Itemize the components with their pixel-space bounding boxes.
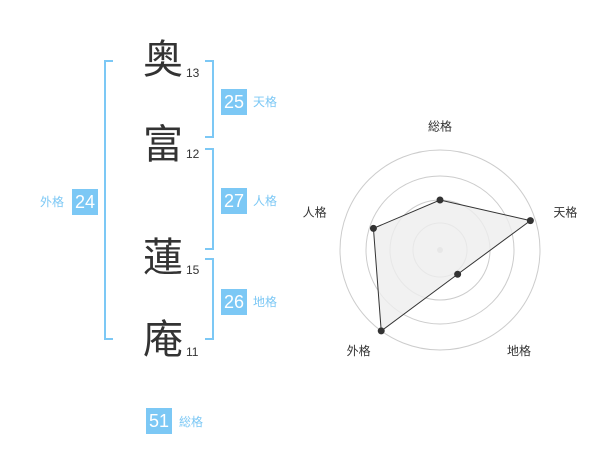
name-char-4: 庵 — [143, 317, 183, 363]
stroke-count-4: 11 — [186, 345, 199, 359]
name-char-1: 奥 — [143, 37, 183, 83]
radar-grid-ring-1 — [339, 149, 541, 351]
name-char-3: 蓮 — [143, 235, 183, 281]
chikaku-label: 地格 — [253, 295, 278, 309]
jinkaku-label: 人格 — [253, 194, 278, 208]
radar-axis-label-5: 人格 — [303, 204, 327, 219]
jinkaku-value-badge: 27 — [221, 188, 247, 214]
radar-point-5 — [369, 224, 377, 232]
radar-axis-label-4: 外格 — [347, 343, 371, 358]
radar-area — [372, 199, 532, 332]
name-char-2: 富 — [143, 122, 183, 168]
radar-point-3 — [454, 270, 462, 278]
gaikaku-bracket — [104, 60, 113, 340]
radar-grid-ring-2 — [365, 175, 515, 325]
radar-point-2 — [526, 217, 534, 225]
radar-point-4 — [377, 327, 385, 335]
radar-axis-label-3: 地格 — [507, 343, 531, 358]
stroke-count-3: 15 — [186, 263, 200, 277]
stroke-count-2: 12 — [186, 147, 200, 161]
radar-point-1 — [436, 196, 444, 204]
gaikaku-value-badge: 24 — [72, 189, 98, 215]
gaikaku-label: 外格 — [40, 195, 65, 209]
soukaku-value-badge: 51 — [146, 408, 172, 434]
chikaku-bracket — [205, 258, 214, 340]
radar-axis-label-1: 総格 — [428, 119, 452, 134]
tenkaku-bracket — [205, 60, 214, 138]
tenkaku-label: 天格 — [253, 95, 278, 109]
jinkaku-bracket — [205, 148, 214, 250]
chikaku-value-badge: 26 — [221, 289, 247, 315]
stroke-count-1: 13 — [186, 66, 200, 80]
tenkaku-value-badge: 25 — [221, 89, 247, 115]
soukaku-label: 総格 — [179, 415, 204, 429]
radar-axis-label-2: 天格 — [553, 204, 577, 219]
